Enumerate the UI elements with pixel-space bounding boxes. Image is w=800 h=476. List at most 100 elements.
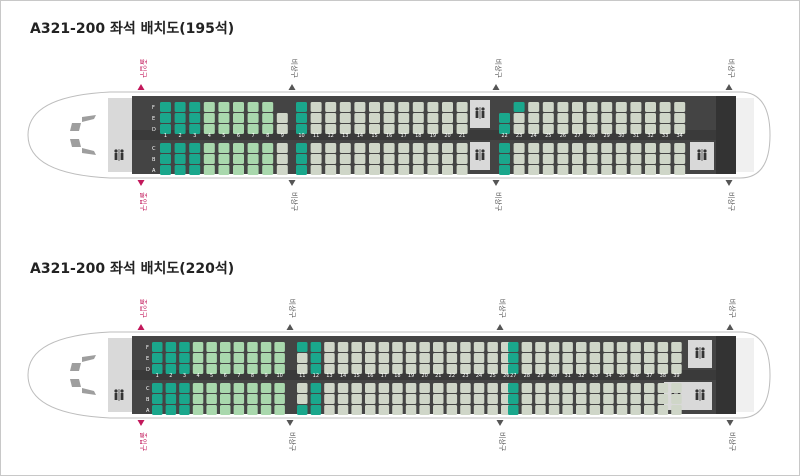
seat (433, 342, 444, 352)
seat (296, 154, 307, 164)
seat (189, 113, 201, 123)
seat (487, 353, 498, 363)
seat (487, 383, 498, 393)
seat (657, 394, 669, 404)
row-number: 20 (421, 373, 427, 379)
seat (179, 353, 190, 363)
seat (412, 165, 424, 175)
row-number: 31 (633, 133, 639, 139)
emergency-exit-label: 비상구 (728, 299, 737, 319)
seat (206, 364, 217, 374)
seat (337, 383, 349, 393)
seat (310, 394, 322, 404)
seat (427, 124, 439, 134)
seat (405, 353, 417, 363)
seat (365, 405, 376, 415)
seat (601, 113, 613, 123)
seat (174, 124, 186, 134)
seat (521, 394, 533, 404)
seat (297, 383, 308, 393)
row-number: 15 (371, 133, 377, 139)
cockpit-window-icon (70, 115, 96, 155)
lavatory-icon-divider (118, 389, 120, 401)
seat (218, 143, 230, 153)
seat (296, 113, 307, 123)
row-number: 4 (208, 133, 211, 139)
seat (521, 405, 533, 415)
seat (189, 154, 201, 164)
lavatory-icon-body-right (701, 351, 705, 358)
seat (456, 143, 468, 153)
lavatory-icon-body-left (114, 393, 118, 400)
seat (369, 113, 380, 123)
row-number: 3 (193, 133, 196, 139)
seat (562, 353, 573, 363)
seat (233, 165, 244, 175)
seat (247, 364, 258, 374)
seat (427, 165, 439, 175)
seat (310, 364, 322, 374)
seat (405, 394, 417, 404)
seat (586, 124, 598, 134)
row-number: 29 (604, 133, 610, 139)
row-number: 37 (646, 373, 652, 379)
seat (659, 124, 671, 134)
seat (274, 342, 285, 352)
seat (339, 124, 351, 134)
exit-arrow-icon (137, 84, 145, 90)
lavatory-icon-head-left (695, 347, 699, 351)
lavatory-icon-head-left (114, 149, 118, 153)
seat (659, 143, 671, 153)
seat (324, 383, 335, 393)
row-number: 35 (619, 373, 625, 379)
seat (508, 342, 519, 352)
seat (296, 143, 307, 153)
seat (192, 394, 204, 404)
seat (630, 342, 641, 352)
lavatory-icon-body-right (481, 153, 485, 160)
seat (310, 342, 322, 352)
seat (383, 124, 395, 134)
seat (473, 394, 485, 404)
seat (324, 353, 335, 363)
seat (233, 143, 244, 153)
cockpit-window-1 (82, 115, 96, 122)
seat (192, 353, 204, 363)
seat (616, 394, 628, 404)
seat (572, 113, 583, 123)
seat (165, 383, 177, 393)
seat (616, 405, 628, 415)
seat (513, 102, 525, 112)
row-number: 1 (156, 373, 159, 379)
seat (260, 405, 272, 415)
seat (616, 353, 628, 363)
seat (601, 154, 613, 164)
seat (218, 124, 230, 134)
seat (535, 353, 546, 363)
seat (378, 383, 390, 393)
seat (189, 102, 201, 112)
seat (354, 154, 366, 164)
map-title-195: A321-200 좌석 배치도(195석) (30, 21, 235, 37)
seat-letter-D: D (146, 367, 150, 373)
seat (513, 113, 525, 123)
seat (247, 154, 259, 164)
seat (325, 124, 337, 134)
seat (446, 405, 458, 415)
seat (542, 165, 554, 175)
seat (192, 383, 204, 393)
seat (419, 342, 430, 352)
row-number: 34 (605, 373, 611, 379)
lavatory-icon-head-right (701, 347, 705, 351)
seat (499, 143, 510, 153)
map-title-220: A321-200 좌석 배치도(220석) (30, 261, 235, 277)
seat (671, 353, 682, 363)
seat (674, 102, 686, 112)
seat (260, 342, 272, 352)
seat (521, 342, 533, 352)
seat (378, 394, 390, 404)
seat (276, 124, 288, 134)
seat (589, 405, 601, 415)
row-number: 9 (264, 373, 267, 379)
lavatory-icon-divider (479, 149, 481, 161)
